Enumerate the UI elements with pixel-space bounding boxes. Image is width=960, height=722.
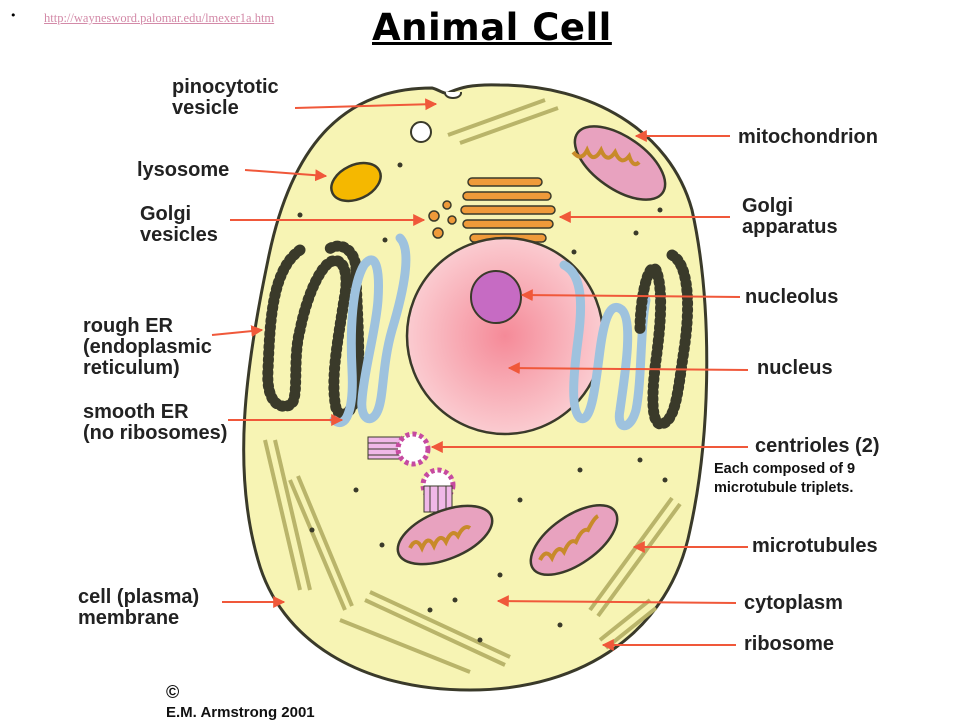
- label-arrows: [211, 98, 749, 651]
- label-nucleolus: nucleolus: [745, 286, 839, 308]
- lysosome: [330, 161, 382, 203]
- credit-text: E.M. Armstrong 2001: [166, 704, 315, 721]
- mitochondrion-bottom-right: [529, 503, 619, 577]
- label-lysosome: lysosome: [137, 159, 230, 181]
- label-mitochondrion: mitochondrion: [738, 126, 878, 148]
- credit-line: © E.M. Armstrong 2001: [166, 664, 315, 722]
- pinocytotic-pocket: [444, 91, 462, 99]
- microtubules-top: [447, 98, 559, 145]
- label-pinocytotic-vesicle: pinocytotic vesicle: [172, 76, 279, 119]
- rough-er-left: [262, 240, 365, 420]
- label-microtubules: microtubules: [752, 535, 878, 557]
- smooth-er-left: [329, 233, 411, 427]
- label-smooth-er: smooth ER (no ribosomes): [83, 401, 228, 444]
- label-rough-er: rough ER (endoplasmic reticulum): [83, 315, 212, 379]
- nucleolus: [470, 270, 522, 324]
- label-golgi-apparatus: Golgi apparatus: [742, 195, 838, 238]
- centrioles: [367, 431, 456, 513]
- bullet-marker: •: [10, 9, 17, 22]
- golgi-vesicles: [428, 200, 457, 239]
- rough-er-right: [634, 249, 694, 430]
- pinocytotic-vesicle: [410, 121, 432, 143]
- label-cytoplasm: cytoplasm: [744, 592, 843, 614]
- microtubules: [263, 439, 682, 674]
- label-centrioles: centrioles (2): [755, 435, 880, 457]
- label-golgi-vesicles: Golgi vesicles: [140, 203, 218, 246]
- label-ribosome: ribosome: [744, 633, 835, 655]
- golgi-apparatus: [460, 177, 556, 243]
- smooth-er-right: [559, 260, 651, 431]
- label-cell-membrane: cell (plasma) membrane: [78, 586, 200, 629]
- ribosomes: [297, 162, 668, 643]
- mitochondrion-bottom-left: [396, 504, 494, 566]
- copyright-icon: ©: [166, 682, 180, 702]
- label-nucleus: nucleus: [757, 357, 833, 379]
- source-link[interactable]: http://waynesword.palomar.edu/lmexer1a.h…: [44, 11, 275, 25]
- page-title: Animal Cell: [372, 6, 612, 49]
- label-centrioles-note: Each composed of 9 microtubule triplets.: [714, 461, 856, 496]
